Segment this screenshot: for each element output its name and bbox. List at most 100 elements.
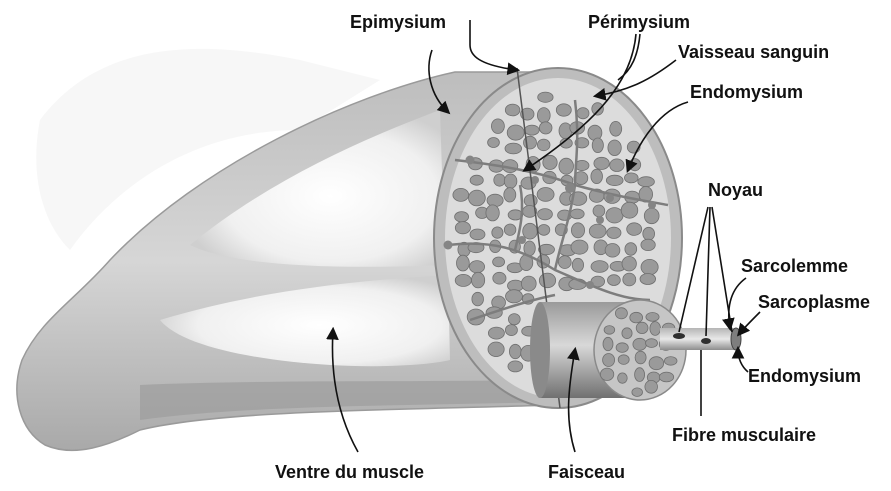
fascicle-left-cap — [530, 302, 550, 398]
fiber-blob — [635, 368, 645, 382]
fiber-blob — [556, 104, 571, 116]
label-endomysium-top: Endomysium — [690, 82, 803, 103]
fiber-blob — [577, 108, 589, 119]
fiber-blob — [521, 276, 536, 291]
fiber-blob — [505, 143, 522, 154]
fiber-blob — [646, 339, 658, 348]
fiber-blob — [636, 322, 648, 333]
fiber-blob — [559, 158, 574, 174]
label-epimysium: Epimysium — [350, 12, 446, 33]
fiber-blob — [492, 227, 503, 238]
fiber-blob — [453, 188, 469, 201]
label-endomysium-bottom: Endomysium — [748, 366, 861, 387]
fiber-blob — [572, 258, 583, 271]
fiber-blob — [607, 227, 621, 238]
fiber-blob — [469, 261, 484, 273]
label-perimysium: Périmysium — [588, 12, 690, 33]
fiber-blob — [455, 222, 470, 234]
fiber-blob — [539, 122, 552, 134]
fiber-blob — [504, 188, 516, 202]
label-sarcolemme: Sarcolemme — [741, 256, 848, 277]
fiber-blob — [625, 243, 637, 256]
fiber-blob — [505, 325, 517, 336]
fiber-blob — [523, 223, 538, 239]
fiber-blob — [615, 308, 627, 319]
fiber-blob — [472, 292, 484, 306]
fiber-blob — [618, 373, 628, 383]
fiber-blob — [558, 256, 571, 269]
fiber-blob — [641, 259, 658, 274]
fiber-blob — [470, 175, 483, 185]
fiber-blob — [635, 351, 646, 364]
fiber-blob — [592, 138, 603, 153]
label-faisceau: Faisceau — [548, 462, 625, 483]
nucleus — [701, 338, 711, 344]
fiber-blob — [537, 188, 554, 202]
fiber-blob — [591, 169, 603, 183]
fiber-blob — [571, 240, 588, 254]
muscle-fiber-body — [660, 328, 736, 350]
fiber-blob — [603, 337, 613, 350]
fiber-blob — [508, 361, 523, 372]
fiber-blob — [504, 174, 517, 188]
fiber-blob — [608, 275, 621, 286]
fiber-blob — [592, 103, 604, 115]
fiber-blob — [627, 223, 642, 236]
fiber-blob — [641, 239, 655, 250]
fiber-blob — [633, 338, 647, 350]
fiber-blob — [537, 108, 550, 123]
fiber-blob — [616, 343, 628, 353]
fiber-blob — [593, 205, 605, 217]
fiber-blob — [472, 272, 485, 288]
fiber-blob — [455, 212, 469, 222]
label-vaisseau-sanguin: Vaisseau sanguin — [678, 42, 829, 63]
fiber-blob — [538, 209, 553, 220]
label-sarcoplasme: Sarcoplasme — [758, 292, 870, 313]
fiber-blob — [625, 173, 639, 183]
label-ventre-du-muscle: Ventre du muscle — [275, 462, 424, 483]
fiber-blob — [594, 157, 609, 169]
fiber-blob — [570, 209, 584, 219]
fiber-blob — [470, 229, 485, 240]
fiber-blob — [640, 274, 656, 285]
fiber-blob — [659, 372, 673, 382]
fiber-blob — [638, 177, 655, 187]
fiber-blob — [664, 357, 677, 366]
fiber-blob — [493, 257, 505, 267]
fiber-blob — [491, 119, 504, 134]
fiber-blob — [610, 121, 622, 136]
fiber-blob — [618, 355, 629, 365]
fiber-blob — [603, 354, 615, 367]
fiber-blob — [606, 208, 623, 223]
fiber-blob — [537, 139, 550, 151]
fiber-blob — [571, 223, 584, 238]
fiber-blob — [645, 380, 658, 393]
fiber-blob — [509, 344, 521, 358]
fiber-blob — [589, 224, 606, 238]
fiber-blob — [650, 322, 661, 336]
fiber-blob — [525, 125, 540, 135]
fiber-blob — [649, 357, 664, 370]
fiber-blob — [494, 174, 505, 186]
fiber-blob — [622, 328, 632, 339]
fiber-blob — [610, 159, 624, 172]
label-noyau: Noyau — [708, 180, 763, 201]
fiber-blob — [538, 225, 550, 236]
fiber-blob — [469, 190, 486, 206]
fiber-blob — [600, 368, 613, 380]
fiber-blob — [488, 327, 504, 339]
fiber-blob — [504, 224, 516, 235]
fiber-blob — [646, 313, 659, 322]
fiber-blob — [591, 261, 608, 273]
fiber-blob — [621, 202, 638, 218]
fiber-blob — [457, 255, 470, 271]
fiber-blob — [488, 138, 500, 148]
fiber-blob — [644, 208, 659, 224]
fiber-blob — [605, 244, 620, 258]
label-fibre-musculaire: Fibre musculaire — [672, 425, 816, 446]
fiber-blob — [604, 326, 615, 335]
fiber-blob — [493, 272, 506, 284]
fiber-blob — [455, 274, 471, 286]
fiber-blob — [539, 273, 555, 288]
